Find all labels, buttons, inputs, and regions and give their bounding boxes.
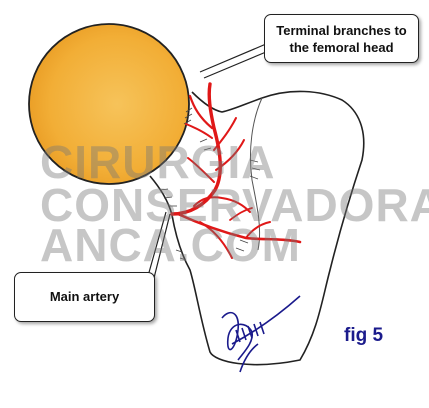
watermark-line-3: ANCA.COM	[40, 219, 301, 271]
watermark-line-2: CONSERVADORA	[40, 179, 429, 231]
branch-lower-2	[199, 221, 233, 259]
femoral-head	[28, 23, 190, 185]
signature	[221, 295, 301, 373]
branch-lower-4	[193, 196, 251, 213]
callout-pointer-top	[199, 43, 267, 79]
branch-mid-2	[187, 157, 215, 183]
watermark-line-1: CIRURGIA	[40, 136, 276, 188]
main-artery-label: Main artery	[14, 272, 155, 322]
branch-lower-3	[245, 221, 271, 239]
branch-upper-2	[185, 123, 213, 139]
neck-hatching	[159, 107, 261, 261]
trochanter-line	[250, 97, 263, 251]
branch-lower-5	[229, 207, 253, 221]
branch-upper-3	[213, 117, 237, 151]
branch-upper-1	[188, 94, 214, 130]
figure-label: fig 5	[344, 325, 384, 346]
branch-mid-1	[215, 139, 245, 171]
artery-branches	[170, 82, 302, 259]
callout-pointer-bottom	[147, 211, 171, 279]
terminal-branches-label: Terminal branches to the femoral head	[264, 14, 419, 63]
main-artery-trunk	[170, 82, 222, 216]
